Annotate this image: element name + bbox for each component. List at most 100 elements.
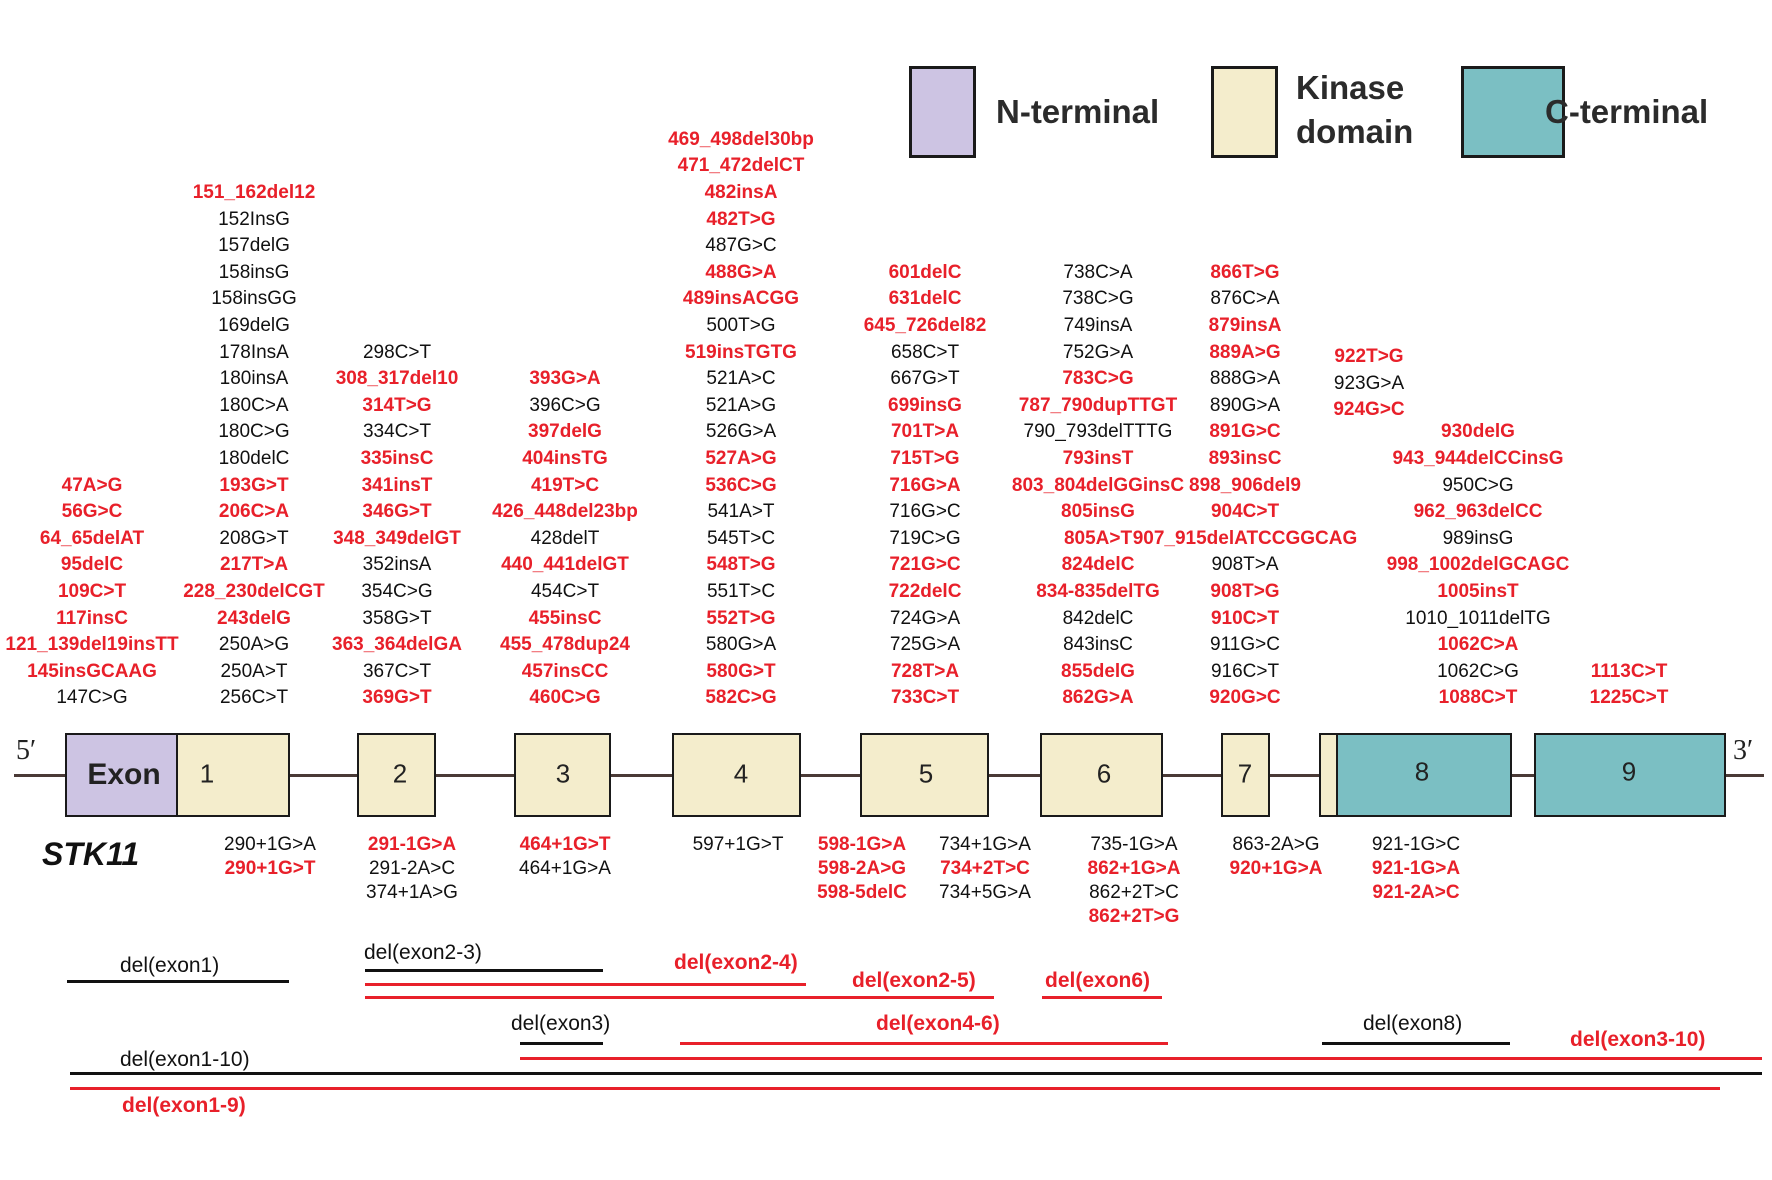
mutation-label: 834-835delTG — [1036, 581, 1160, 602]
exon-number-3: 3 — [555, 758, 571, 789]
mutation-label: 109C>T — [57, 581, 127, 602]
mutation-label: 298C>T — [362, 341, 432, 363]
mutation-label: 178InsA — [219, 341, 289, 363]
mutation-label: 393G>A — [529, 368, 601, 390]
mutation-label: 805insG — [1061, 501, 1135, 523]
mutation-label: 545T>C — [706, 527, 776, 549]
exon-number-7: 7 — [1237, 758, 1253, 789]
mutation-label: 396C>G — [529, 394, 601, 416]
mutation-label: 526G>A — [705, 421, 777, 443]
mutation-label: 454C>T — [530, 581, 600, 602]
mutation-label: 180C>G — [218, 421, 290, 443]
splice-mutation-label: 464+1G>T — [519, 834, 611, 855]
splice-mutation-label: 290+1G>A — [224, 834, 316, 855]
deletion-line — [70, 1072, 1762, 1075]
mutation-label: 803_804delGGinsC — [1011, 474, 1185, 496]
mutation-label: 488G>A — [705, 261, 777, 283]
mutation-label: 898_906del9 — [1189, 474, 1301, 496]
mutation-label: 724G>A — [889, 607, 961, 629]
mutation-label: 728T>A — [890, 660, 960, 682]
mutation-label: 907_915delATCCGGCAG — [1132, 527, 1358, 549]
five-prime-label: 5′ — [16, 735, 37, 766]
mutation-label: 208G>T — [219, 527, 289, 549]
splice-mutation-label: 921-1G>A — [1371, 858, 1461, 879]
mutation-label: 889A>G — [1209, 341, 1281, 363]
exon-box-3 — [514, 733, 611, 817]
mutation-label: 56G>C — [61, 501, 123, 523]
exon-box-1 — [176, 733, 290, 817]
mutation-label: 855delG — [1061, 660, 1135, 682]
mutation-label: 47A>G — [61, 474, 123, 496]
mutation-label: 145insGCAAG — [27, 660, 157, 682]
mutation-label: 733C>T — [890, 687, 960, 709]
mutation-label: 193G>T — [219, 474, 289, 496]
mutation-label: 923G>A — [1333, 372, 1405, 394]
mutation-label: 250A>T — [220, 660, 288, 682]
mutation-label: 1088C>T — [1438, 687, 1518, 709]
mutation-label: 527A>G — [705, 448, 777, 469]
mutation-label: 404insTG — [522, 448, 608, 469]
mutation-label: 180insA — [219, 368, 289, 390]
mutation-label: 500T>G — [706, 315, 776, 336]
mutation-label: 582C>G — [705, 687, 777, 709]
splice-mutation-label: 863-2A>G — [1232, 834, 1320, 855]
deletion-line — [365, 996, 994, 999]
mutation-label: 787_790dupTTGT — [1018, 394, 1178, 416]
mutation-label: 879insA — [1208, 315, 1282, 336]
mutation-label: 1062C>G — [1437, 660, 1519, 682]
mutation-label: 158insGG — [211, 288, 297, 310]
mutation-label: 738C>A — [1063, 261, 1133, 283]
three-prime-label: 3′ — [1733, 735, 1754, 766]
splice-mutation-label: 374+1A>G — [366, 882, 458, 903]
mutation-label: 824delC — [1061, 554, 1135, 576]
mutation-label: 962_963delCC — [1413, 501, 1543, 523]
mutation-label: 658C>T — [890, 341, 960, 363]
splice-mutation-label: 464+1G>A — [519, 858, 611, 879]
splice-mutation-label: 597+1G>T — [692, 834, 784, 855]
deletion-line — [520, 1057, 1762, 1060]
exon-box-6 — [1040, 733, 1163, 817]
mutation-label: 908T>G — [1210, 581, 1280, 602]
mutation-label: 348_349delGT — [333, 527, 461, 549]
mutation-label: 716G>A — [889, 474, 961, 496]
mutation-label: 308_317del10 — [335, 368, 459, 390]
mutation-label: 548T>G — [706, 554, 776, 576]
mutation-label: 367C>T — [362, 660, 432, 682]
deletion-label: del(exon1-10) — [120, 1048, 250, 1071]
mutation-label: 521A>C — [706, 368, 776, 390]
mutation-label: 152InsG — [218, 208, 290, 230]
mutation-label: 117insC — [56, 607, 128, 629]
mutation-label: 601delC — [888, 261, 962, 283]
gene-name: STK11 — [42, 836, 140, 872]
mutation-label: 482insA — [704, 182, 778, 203]
exon-number-4: 4 — [733, 758, 749, 789]
legend-label-n-terminal: N-terminal — [996, 93, 1160, 130]
deletion-label: del(exon1) — [120, 954, 220, 977]
mutation-label: 719C>G — [889, 527, 961, 549]
deletion-line — [1042, 996, 1162, 999]
mutation-label: 397delG — [528, 421, 602, 443]
splice-mutation-label: 598-1G>A — [817, 834, 907, 855]
splice-mutation-label: 598-2A>G — [817, 858, 907, 879]
splice-mutation-label: 734+2T>C — [940, 858, 1030, 879]
mutation-label: 699insG — [888, 394, 962, 416]
mutation-label: 460C>G — [529, 687, 601, 709]
mutation-label: 866T>G — [1210, 261, 1280, 283]
mutation-label: 998_1002delGCAGC — [1386, 554, 1570, 576]
splice-mutation-label: 921-1G>C — [1371, 834, 1461, 855]
splice-mutation-label: 862+2T>G — [1088, 906, 1180, 927]
mutation-label: 1010_1011delTG — [1405, 607, 1551, 629]
mutation-label: 989insG — [1442, 527, 1514, 549]
deletion-line — [67, 980, 289, 983]
mutation-label: 489insACGG — [682, 288, 800, 310]
mutation-label: 358G>T — [362, 607, 432, 629]
mutation-label: 363_364delGA — [332, 634, 462, 656]
splice-mutation-label: 598-5delC — [817, 882, 907, 903]
splice-mutation-label: 734+5G>A — [939, 882, 1031, 903]
legend-label-c-terminal: C-terminal — [1545, 93, 1709, 130]
legend-swatch-kinase — [1211, 66, 1278, 158]
legend-label-kinase: Kinase domain — [1296, 69, 1414, 150]
mutation-label: 920G>C — [1209, 687, 1281, 709]
mutation-label: 346G>T — [362, 501, 432, 523]
